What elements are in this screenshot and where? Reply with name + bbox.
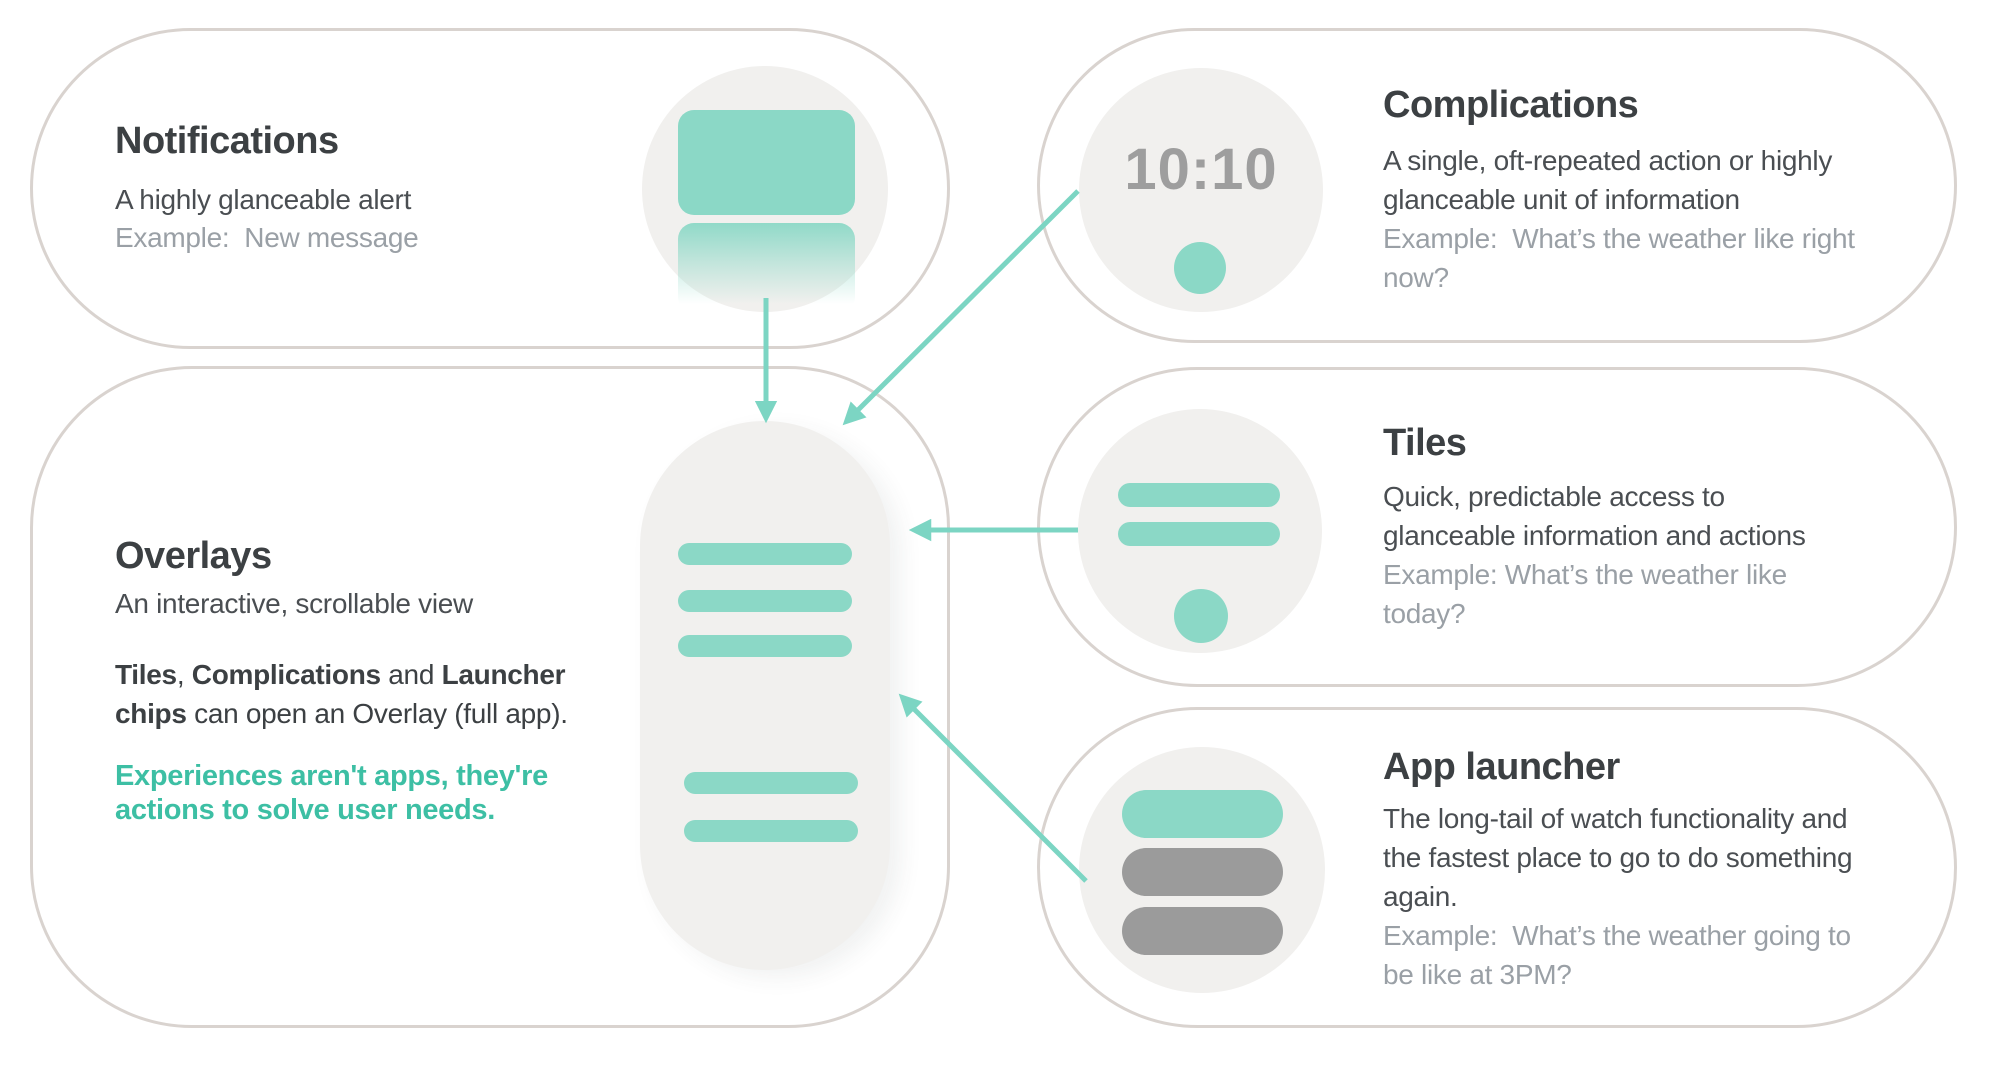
section-title-overlays: Overlays xyxy=(115,535,272,577)
notification-banner-fade-icon xyxy=(678,223,855,313)
launcher-chip-icon xyxy=(1122,848,1283,896)
section-title-notifications: Notifications xyxy=(115,120,339,162)
launcher-chip-active-icon xyxy=(1122,790,1283,838)
section-subtitle: An interactive, scrollable view xyxy=(115,588,473,619)
notification-watch-graphic xyxy=(642,66,888,313)
clock-time: 10:10 xyxy=(1124,137,1278,202)
section-body: The long-tail of watch functionality and… xyxy=(1383,803,1853,912)
section-title-app-launcher: App launcher xyxy=(1383,746,1620,788)
overlay-scroll-view-graphic xyxy=(640,421,890,970)
overlay-content-bar-icon xyxy=(684,820,858,842)
launcher-chip-icon xyxy=(1122,907,1283,955)
tile-bar-icon xyxy=(1118,522,1280,546)
watch-face-graphic: 10:10 xyxy=(1079,68,1323,312)
tile-bar-icon xyxy=(1118,483,1280,507)
app-launcher-watch-graphic xyxy=(1079,747,1325,993)
tile-dot-icon xyxy=(1174,589,1228,643)
section-body: A highly glanceable alert xyxy=(115,184,412,215)
section-example: Example: New message xyxy=(115,222,419,253)
overlay-content-bar-icon xyxy=(678,590,852,612)
overlay-content-bar-icon xyxy=(678,543,852,565)
tile-watch-graphic xyxy=(1078,409,1322,653)
complication-dot-icon xyxy=(1174,242,1226,294)
overlay-content-bar-icon xyxy=(684,772,858,794)
overlay-content-bar-icon xyxy=(678,635,852,657)
notification-banner-icon xyxy=(678,110,855,215)
section-title-complications: Complications xyxy=(1383,84,1639,126)
section-title-tiles: Tiles xyxy=(1383,422,1467,464)
